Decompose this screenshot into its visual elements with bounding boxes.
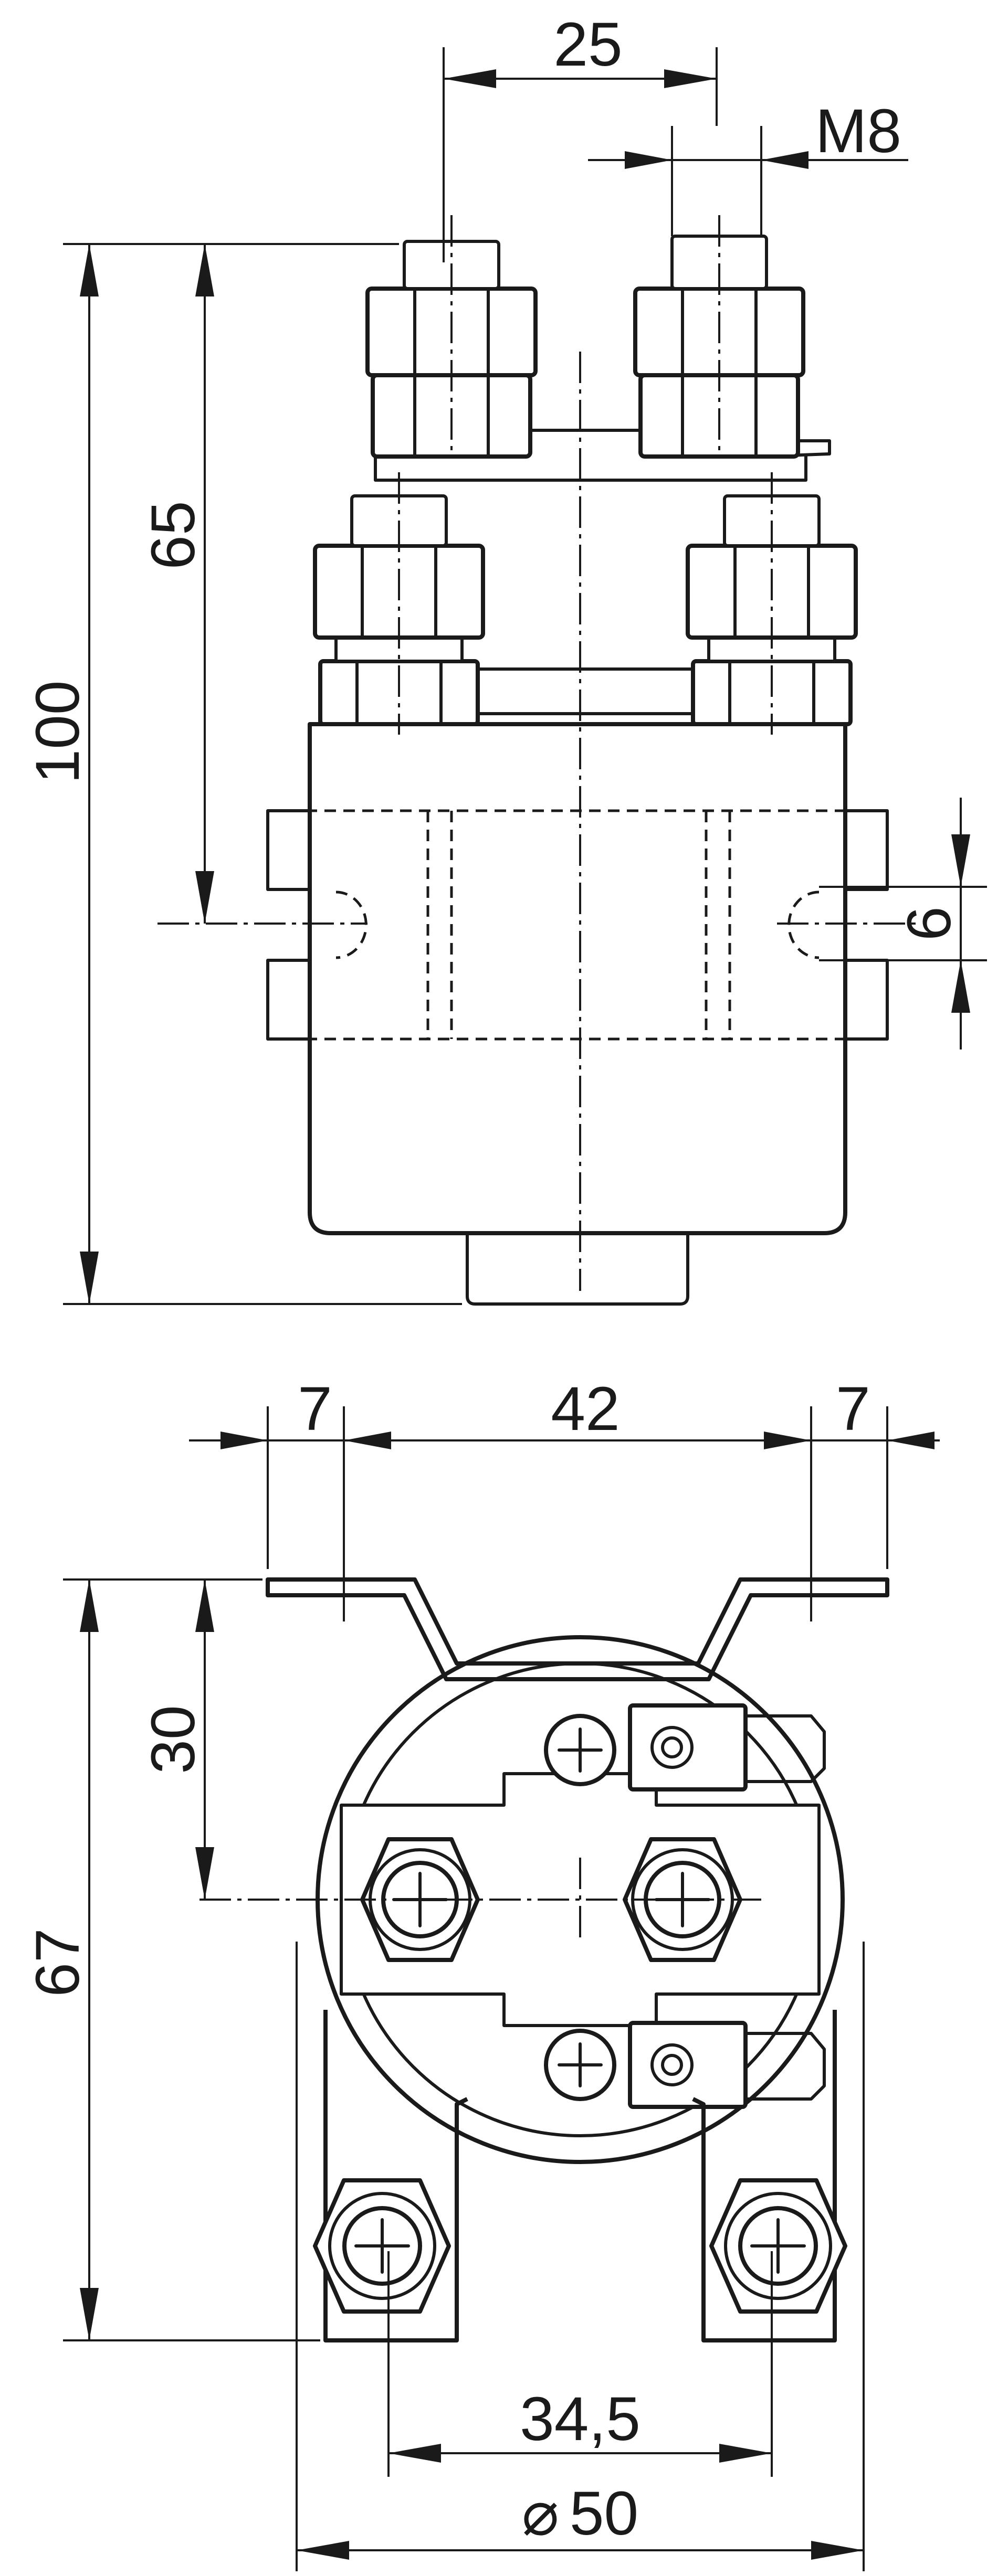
dimension-100 <box>63 243 462 1305</box>
dim-label-67: 67 <box>23 1928 92 1997</box>
plan-view: 7 42 7 67 30 34,5 <box>23 1374 940 2571</box>
dim-label-7-left: 7 <box>298 1374 332 1444</box>
dimension-m8 <box>588 126 908 236</box>
hidden-band <box>268 809 887 1041</box>
outer-terminal-left <box>313 2178 451 2314</box>
coil-terminal-lower <box>544 2021 826 2109</box>
dimension-30 <box>195 1579 214 1900</box>
dimension-6 <box>819 798 987 1050</box>
dim-label-34-5: 34,5 <box>520 2384 640 2454</box>
dim-label-100: 100 <box>23 681 92 784</box>
mount-slot-left <box>335 891 368 959</box>
dimension-34-5 <box>387 2251 773 2477</box>
bracket-ear-left-upper <box>266 809 311 891</box>
dim-label-7-right: 7 <box>836 1374 870 1444</box>
mounting-bracket <box>266 1577 889 1681</box>
bracket-ear-right-upper <box>844 809 889 891</box>
dimension-diameter-50 <box>296 1942 865 2571</box>
coil-terminal-upper <box>544 1703 826 1791</box>
dim-label-25: 25 <box>553 10 622 79</box>
bracket-ear-right-lower <box>844 959 889 1041</box>
bottom-plug <box>466 1232 689 1306</box>
diameter-value: 50 <box>570 2479 638 2548</box>
dimension-65 <box>195 244 214 924</box>
dim-label-diameter-50: ⌀50 <box>522 2479 638 2548</box>
dimension-25 <box>443 47 718 262</box>
dim-label-65: 65 <box>139 501 208 569</box>
top-cap <box>374 455 807 482</box>
dim-label-6: 6 <box>895 906 964 941</box>
dimension-67 <box>63 1578 320 2341</box>
contactor-body <box>308 722 847 1235</box>
outer-terminal-right <box>709 2178 847 2314</box>
side-view: 25 M8 100 65 6 <box>23 10 987 1306</box>
dim-label-42: 42 <box>551 1374 620 1444</box>
bracket-ear-left-lower <box>266 959 311 1041</box>
terminal-bridge <box>476 667 695 715</box>
mount-slot-right <box>788 891 820 959</box>
dim-label-30: 30 <box>139 1705 208 1774</box>
dim-label-m8: M8 <box>815 97 901 166</box>
diameter-symbol: ⌀ <box>522 2479 559 2548</box>
dimension-bracket <box>189 1406 940 1621</box>
lower-terminal-left <box>313 494 485 726</box>
